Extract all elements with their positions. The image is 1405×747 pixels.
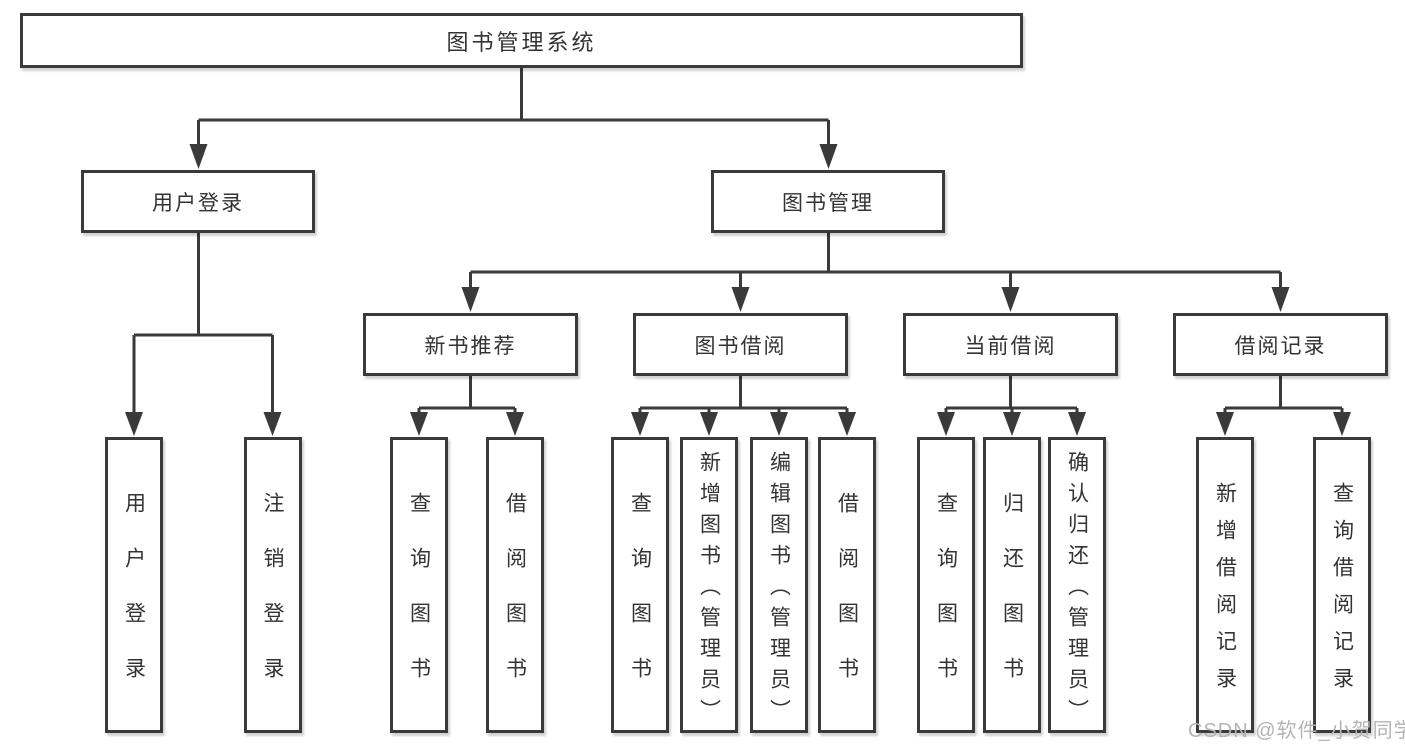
arrow-down-icon [731,287,750,312]
connector-root-to-level2 [197,68,830,148]
leaf-borrow-books-recommend-label: 借阅图书 [503,492,527,712]
node-borrowing-records: 借阅记录 [1173,313,1388,376]
arrow-down-icon [1271,287,1290,312]
leaf-return-books: 归还图书 [983,437,1041,733]
node-new-book-recommendation-label: 新书推荐 [424,334,517,358]
arrow-down-icon [1068,412,1086,436]
leaf-user-login: 用户登录 [105,437,163,733]
arrow-down-icon [819,144,838,169]
arrow-down-icon [125,412,143,436]
leaf-borrow-books: 借阅图书 [818,437,876,733]
node-user-login-label: 用户登录 [152,191,244,215]
leaf-edit-books-admin-label: 编辑图书（管理员） [767,450,791,730]
node-current-borrowing-label: 当前借阅 [964,334,1057,358]
node-book-borrowing: 图书借阅 [633,313,848,376]
watermark: CSDN @软件_小贺同学 [1188,720,1405,742]
leaf-query-books-recommend-label: 查询图书 [407,492,431,712]
arrow-down-icon [1001,287,1020,312]
leaf-confirm-return-admin: 确认归还（管理员） [1048,437,1106,733]
leaf-confirm-return-admin-label: 确认归还（管理员） [1065,450,1089,730]
connector-user-login-children [132,233,274,414]
arrow-down-icon [506,412,524,436]
leaf-query-books-current: 查询图书 [917,437,975,733]
leaf-query-books-recommend: 查询图书 [390,437,448,733]
leaf-return-books-label: 归还图书 [1000,492,1024,712]
connector-book-borrow-children [638,376,849,414]
arrow-down-icon [263,412,282,436]
arrow-down-icon [937,412,955,436]
leaf-query-books-current-label: 查询图书 [934,492,958,712]
node-book-management-label: 图书管理 [782,191,874,215]
leaf-borrow-books-label: 借阅图书 [835,492,859,712]
arrow-down-icon [1003,412,1021,436]
connector-records-children [1223,376,1344,414]
leaf-borrow-books-recommend: 借阅图书 [486,437,544,733]
connector-current-borrow-children [944,376,1079,414]
node-book-borrowing-label: 图书借阅 [694,334,787,358]
arrow-down-icon [770,412,788,436]
leaf-query-books-borrow-label: 查询图书 [628,492,652,712]
arrow-down-icon [461,287,480,312]
leaf-add-books-admin-label: 新增图书（管理员） [697,450,721,730]
node-user-login: 用户登录 [81,170,315,233]
arrow-down-icon [631,412,649,436]
node-new-book-recommendation: 新书推荐 [363,313,578,376]
connector-new-book-children [417,376,517,414]
arrow-down-icon [1333,412,1351,436]
leaf-user-login-label: 用户登录 [122,492,146,712]
leaf-logout: 注销登录 [243,437,302,733]
leaf-edit-books-admin: 编辑图书（管理员） [750,437,808,733]
node-root: 图书管理系统 [20,13,1023,68]
node-current-borrowing: 当前借阅 [903,313,1118,376]
leaf-logout-label: 注销登录 [261,492,284,712]
node-book-management: 图书管理 [711,170,945,233]
leaf-query-borrow-record-label: 查询借阅记录 [1330,482,1354,704]
leaf-query-books-borrow: 查询图书 [611,437,669,733]
leaf-add-books-admin: 新增图书（管理员） [680,437,738,733]
leaf-query-borrow-record: 查询借阅记录 [1313,437,1371,733]
arrow-down-icon [189,144,208,169]
leaf-add-borrow-record: 新增借阅记录 [1196,437,1254,733]
connector-book-management-children [469,233,1282,290]
leaf-add-borrow-record-label: 新增借阅记录 [1213,482,1237,704]
node-borrowing-records-label: 借阅记录 [1234,334,1327,358]
arrow-down-icon [838,412,856,436]
arrow-down-icon [1216,412,1234,436]
arrow-down-icon [700,412,718,436]
arrow-down-icon [410,412,428,436]
node-root-label: 图书管理系统 [446,29,597,55]
